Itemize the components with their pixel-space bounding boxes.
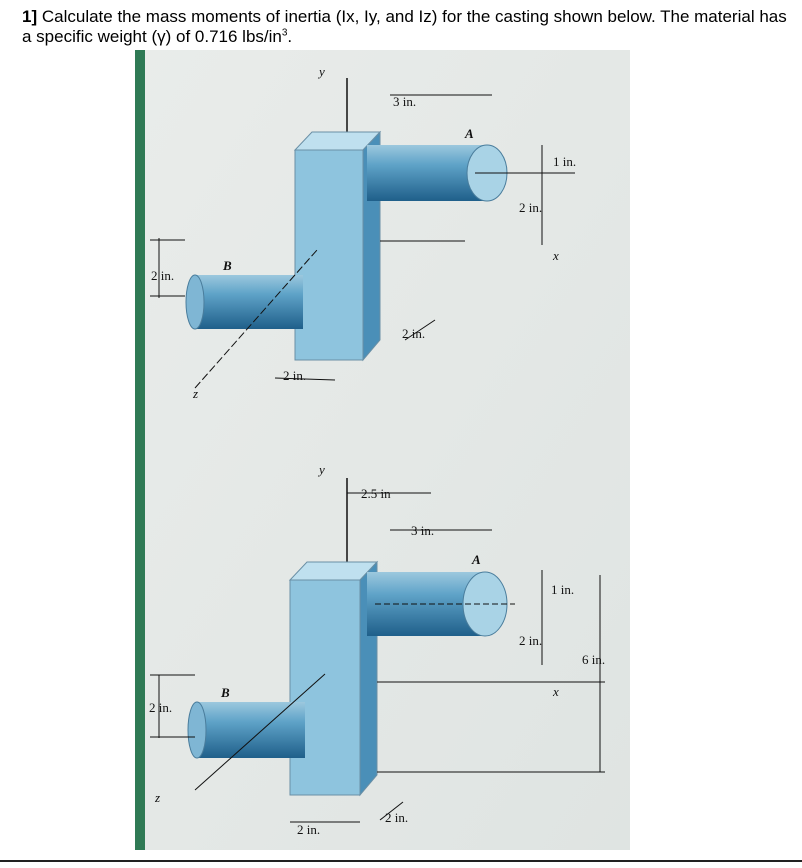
top-dim-2in-depth: 2 in. [402,326,426,341]
problem-statement: 1] Calculate the mass moments of inertia… [22,7,792,47]
casting-diagram [135,50,630,850]
bottom-point-b-label: B [221,685,230,700]
top-dim-2in-bottom: 2 in. [283,368,307,383]
bottom-x-axis-label: x [553,684,559,699]
bottom-y-axis-label: y [319,462,325,477]
textbook-scan-figure: y 3 in. A 1 in. 2 in. x B 2 in. 2 in. 2 … [135,50,630,850]
top-dim-2in-right: 2 in. [519,200,543,215]
top-dim-3in: 3 in. [393,94,417,109]
bottom-casting [150,478,605,823]
bottom-dim-3in: 3 in. [411,523,435,538]
top-y-axis-label: y [319,64,325,79]
problem-number: 1] [22,7,38,26]
bottom-point-a-label: A [472,552,481,567]
problem-text: Calculate the mass moments of inertia (I… [22,7,787,46]
top-point-b-label: B [223,258,232,273]
top-z-axis-label: z [193,386,199,401]
problem-text-end: . [287,27,293,46]
bottom-dim-2in-left: 2 in. [149,700,173,715]
bottom-dim-1in: 1 in. [551,582,575,597]
bottom-rule [0,860,802,862]
bottom-z-axis-label: z [155,790,161,805]
bottom-dim-2in-depth: 2 in. [385,810,409,825]
top-dim-2in-left: 2 in. [151,268,175,283]
top-point-a-label: A [465,126,474,141]
top-x-axis-label: x [553,248,559,263]
top-dim-1in: 1 in. [553,154,577,169]
bottom-dim-6in: 6 in. [582,652,606,667]
bottom-dim-2in-right: 2 in. [519,633,543,648]
superscript: 3 [281,27,288,39]
bottom-dim-2in-bottom: 2 in. [297,822,321,837]
page-edge [135,50,145,850]
top-casting [150,78,575,389]
bottom-dim-25in: 2.5 in [361,486,391,501]
